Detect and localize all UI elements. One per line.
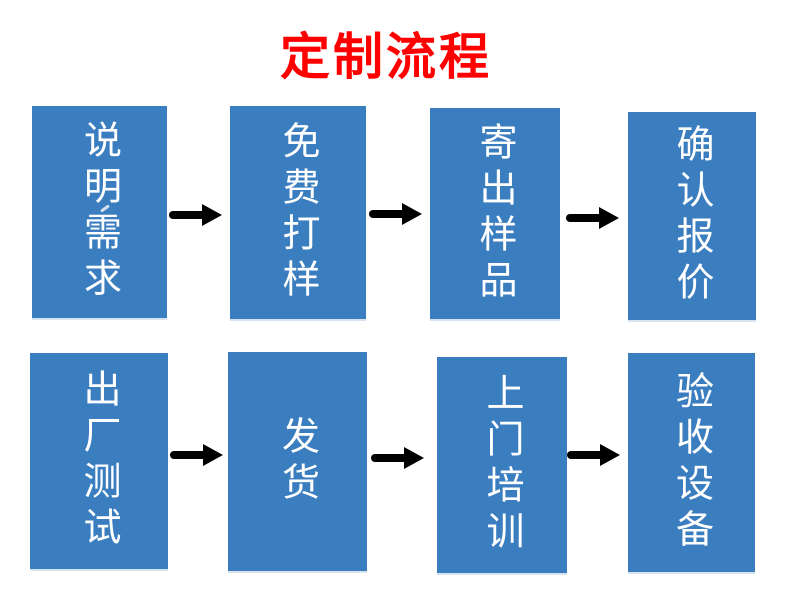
flow-step-accept-equipment: 验收设备 xyxy=(628,353,755,572)
flow-step-free-sampling: 免费打样 xyxy=(230,106,366,319)
flow-step-label: 确认报价 xyxy=(670,124,714,308)
flow-step-label: 发货 xyxy=(275,415,320,508)
flow-step-label: 出厂测试 xyxy=(77,369,121,553)
arrow-right-icon xyxy=(169,204,222,226)
arrow-right-icon xyxy=(567,444,620,466)
flow-step-label: 免费打样 xyxy=(276,120,320,305)
flow-step-label: 寄出样品 xyxy=(473,121,517,306)
flow-step-ship-goods: 发货 xyxy=(228,352,367,571)
flow-step-send-sample: 寄出样品 xyxy=(430,108,560,319)
flow-step-explain-requirements: 说明需求 xyxy=(32,106,167,318)
flow-step-onsite-training: 上门培训 xyxy=(437,357,567,573)
arrow-right-icon xyxy=(371,447,424,469)
arrow-right-icon xyxy=(566,207,619,229)
flow-step-label: 说明需求 xyxy=(77,120,122,304)
flow-step-confirm-quote: 确认报价 xyxy=(628,112,756,320)
flow-step-label: 上门培训 xyxy=(480,373,524,557)
page-title: 定制流程 xyxy=(280,28,492,86)
flow-step-label: 验收设备 xyxy=(669,370,714,555)
arrow-right-icon xyxy=(369,203,422,225)
flow-step-factory-test: 出厂测试 xyxy=(30,353,168,569)
arrow-right-icon xyxy=(170,444,223,466)
